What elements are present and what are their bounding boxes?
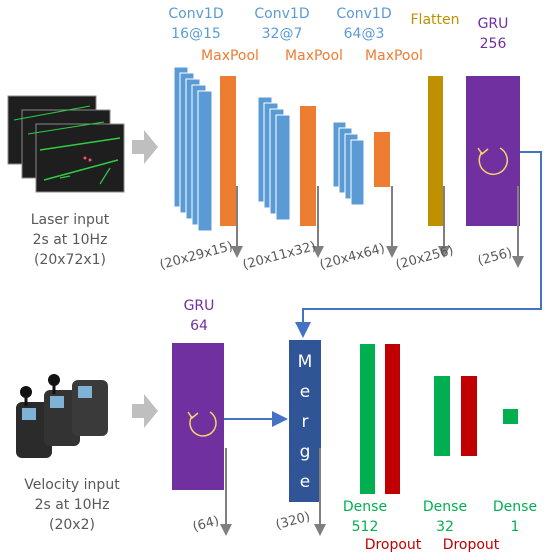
conv2-stack [257,96,291,221]
gru256-to-merge-connector [295,151,542,338]
gru64-block [172,343,224,490]
merge-letter: g [299,442,311,462]
gru64-recurrent-icon [189,411,217,437]
maxpool3-block [374,132,390,187]
maxpool1-label: MaxPool [201,48,259,64]
dropout2-block [461,376,477,456]
merge-block [289,340,321,502]
merge-letter: e [299,382,311,402]
joystick-image [16,374,108,458]
velocity-input-caption: Velocity input 2s at 10Hz (20x2) [24,477,120,533]
dropout1-label: Dropout [364,537,422,553]
flatten-block [428,76,443,226]
maxpool2-label: MaxPool [285,48,343,64]
dropout1-block [385,344,400,494]
merge-letter: r [301,412,309,432]
gru256-recurrent-icon [478,147,509,176]
merge-letter: M [297,352,313,372]
dense32-block [434,376,450,456]
dense512-block [360,344,375,494]
laser-input-image [7,95,125,193]
velocity-input-arrow [132,394,158,428]
conv3-stack [332,121,365,206]
merge-letter: e [299,472,311,492]
maxpool3-label: MaxPool [365,48,423,64]
laser-input-caption: Laser input 2s at 10Hz (20x72x1) [30,212,110,268]
gru256-block [466,76,520,226]
maxpool2-block [300,106,316,226]
dropout2-label: Dropout [442,537,500,553]
laser-input-arrow [132,130,158,164]
flatten-label: Flatten [410,12,460,28]
maxpool1-block [220,76,236,226]
dense1-block [503,409,518,424]
conv1-stack [173,66,213,232]
